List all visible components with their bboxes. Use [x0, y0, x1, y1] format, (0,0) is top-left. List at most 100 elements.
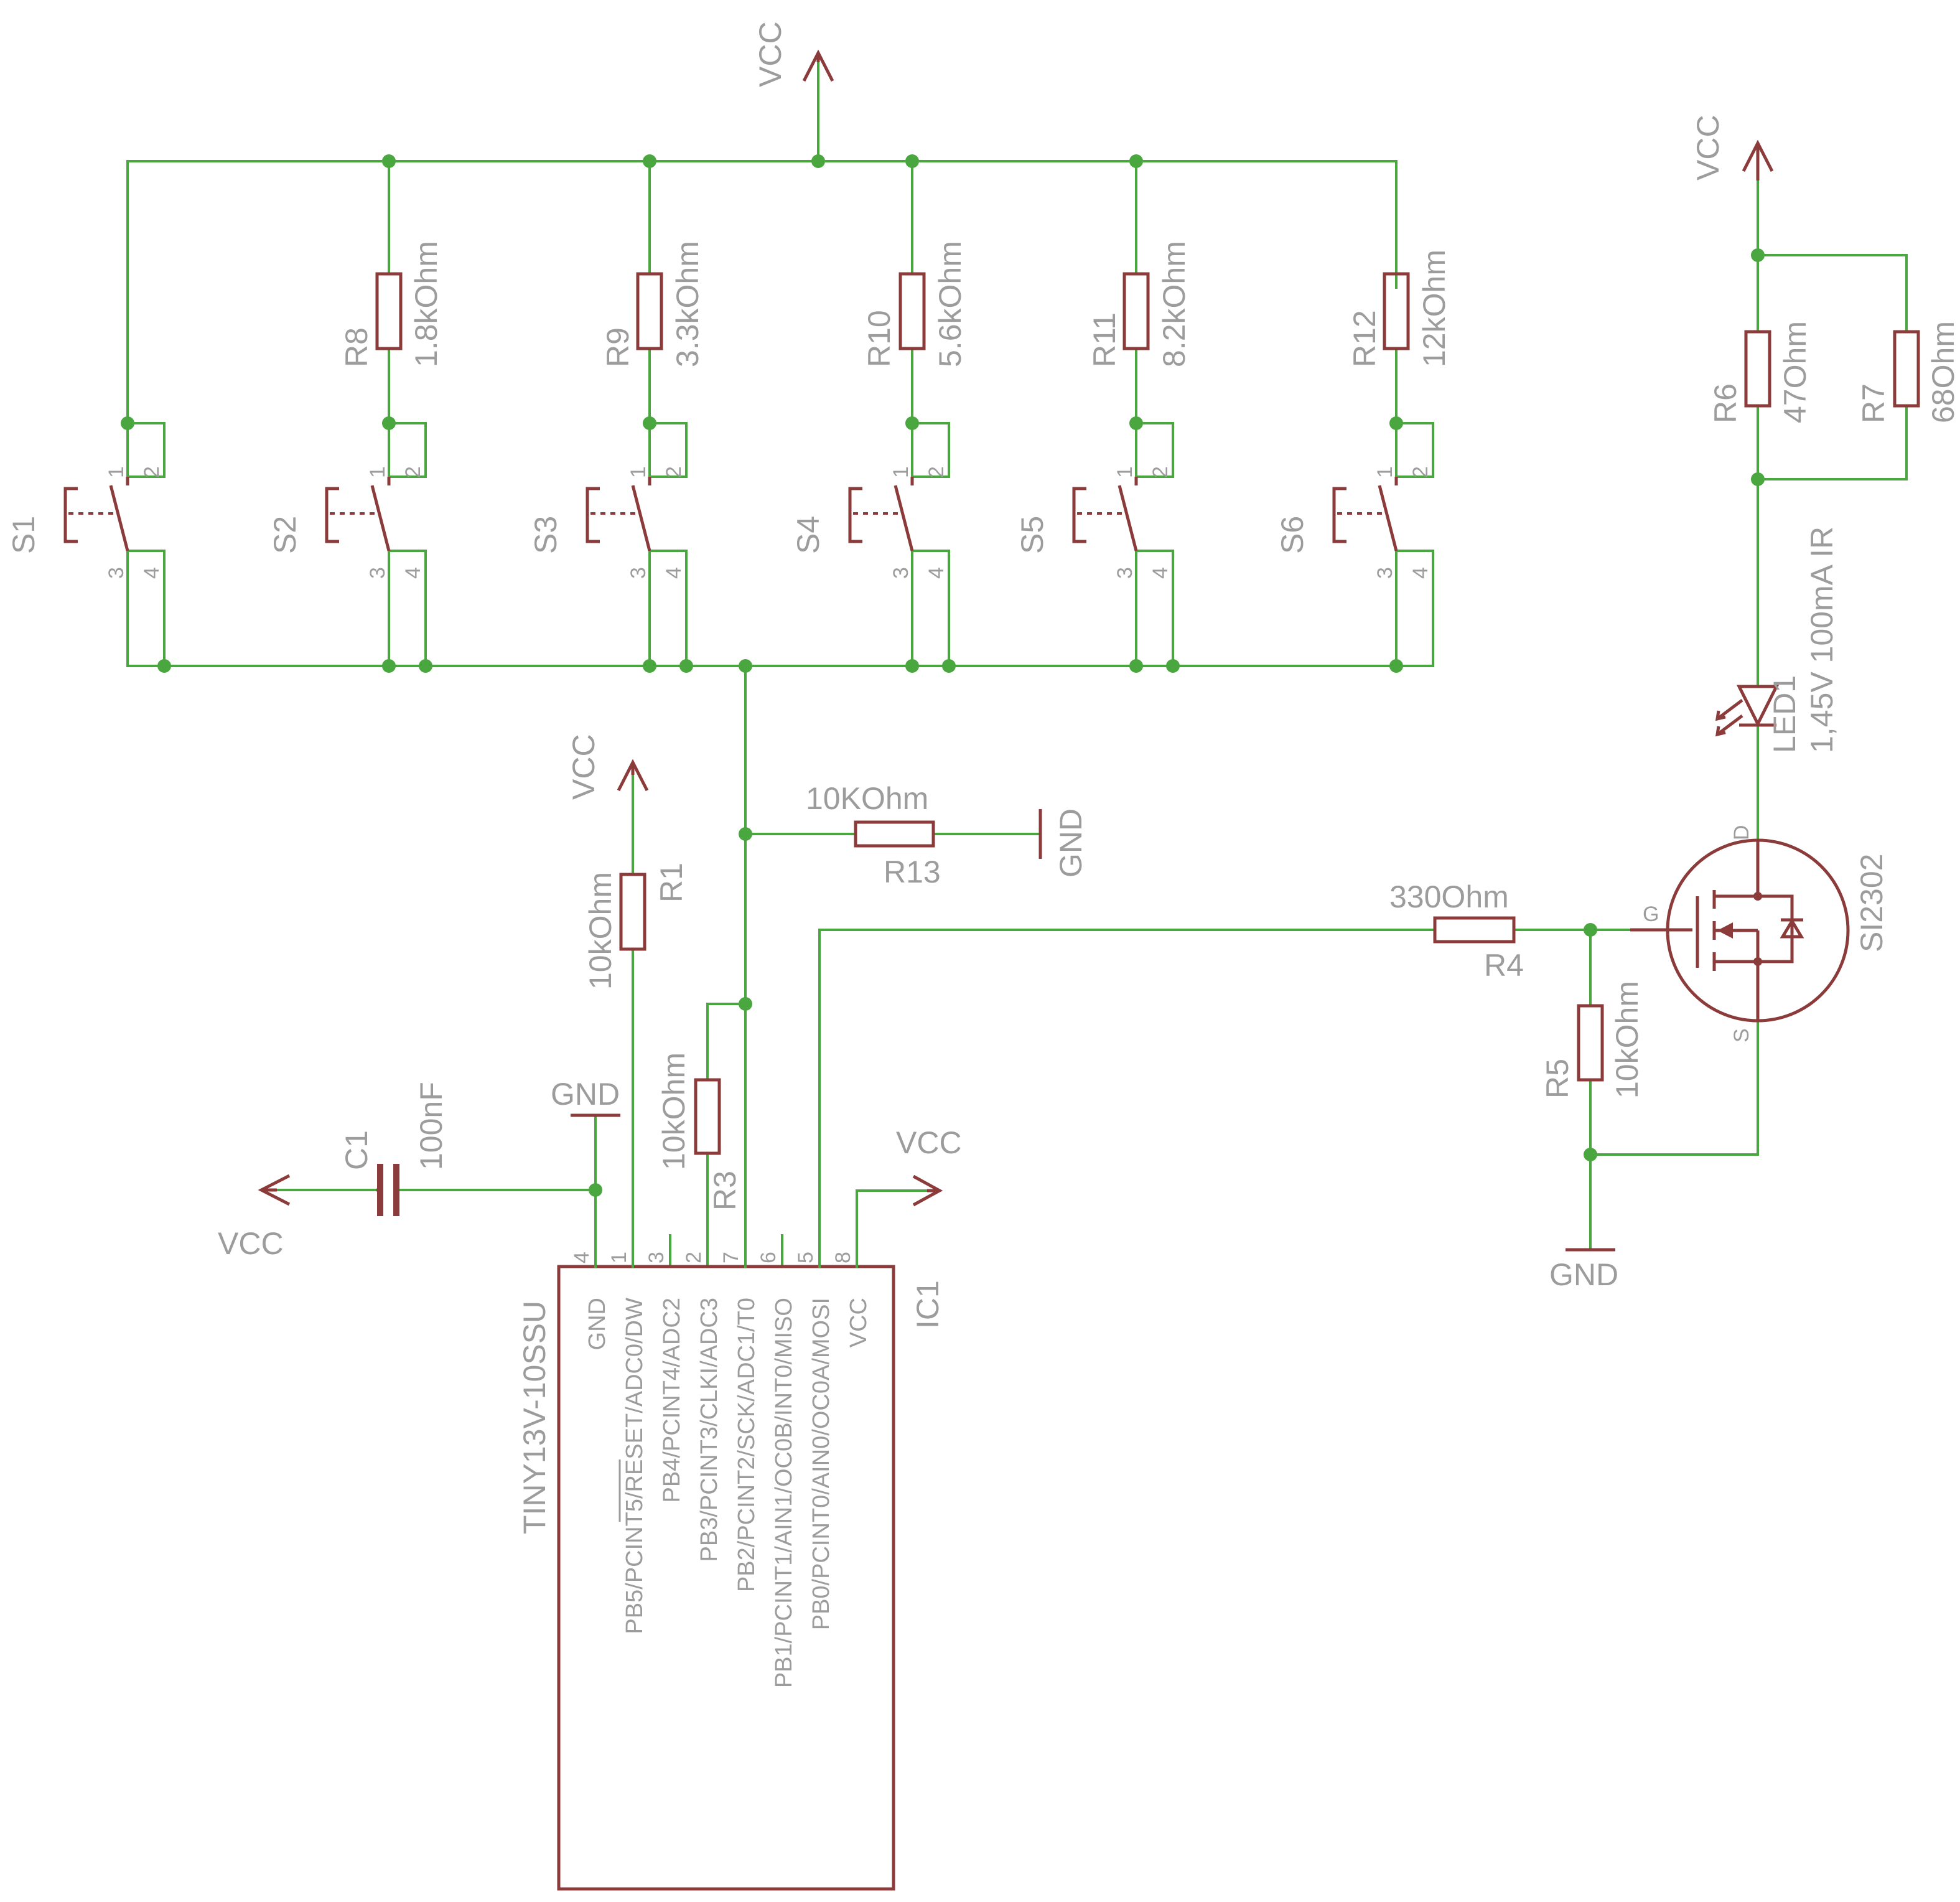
vcc-label: VCC — [753, 21, 788, 87]
s6-pin4: 4 — [1409, 567, 1432, 579]
r13-value: 10KOhm — [806, 781, 928, 816]
switch-s4: 1 2 3 4 S4 — [791, 466, 948, 579]
q1-part: SI2302 — [1854, 854, 1889, 952]
ic1-pin-num: 7 — [719, 1252, 743, 1263]
led1-value: 1,45V 100mA IR — [1804, 527, 1839, 753]
source-gnd-wire — [1589, 1019, 1759, 1156]
r9-value: 3.3kOhm — [670, 241, 705, 367]
s4-pin2: 2 — [925, 466, 948, 478]
ic1-pin-num: 3 — [645, 1252, 668, 1263]
s6-pin2: 2 — [1409, 466, 1432, 478]
s3-pin3: 3 — [627, 567, 650, 579]
ic1-pin-name: PB0/PCINT0/AIN0/OC0A/MOSI — [808, 1298, 834, 1630]
r1-ref: R1 — [654, 863, 689, 902]
emission-arrow — [1716, 699, 1743, 720]
resistor-r8: R8 1.8kOhm — [339, 241, 444, 367]
s1-pin1: 1 — [105, 466, 128, 478]
resistor-r11: R11 8.2kOhm — [1087, 241, 1192, 367]
s5-pin1: 1 — [1113, 466, 1137, 478]
r11-ref: R11 — [1087, 312, 1122, 367]
gnd-symbol-r5: GND — [1549, 1248, 1618, 1292]
switch-s1: 1 2 3 4 S1 — [6, 466, 164, 579]
vcc-label: VCC — [566, 734, 601, 800]
r12-value: 12kOhm — [1417, 250, 1452, 367]
resistor-r1: 10kOhm R1 — [583, 863, 689, 990]
vcc-label: VCC — [896, 1125, 962, 1160]
s5-pin2: 2 — [1149, 466, 1172, 478]
capacitor-c1: C1 100nF — [339, 1082, 449, 1216]
s2-pin4: 4 — [401, 567, 425, 579]
gnd-label: GND — [1053, 808, 1088, 878]
ic1-pin-name: PB1/PCINT1/AIN1/OC0B/INT0/MISO — [771, 1298, 797, 1688]
s4-pin1: 1 — [889, 466, 913, 478]
s2-pin1: 1 — [366, 466, 390, 478]
resistor-r5: R5 10kOhm — [1540, 981, 1645, 1099]
switch-s6: 1 2 3 4 S6 — [1275, 466, 1432, 579]
s6-pin3: 3 — [1373, 567, 1397, 579]
r8-ref: R8 — [339, 327, 374, 367]
gnd-label: GND — [1549, 1257, 1618, 1292]
resistor-r12: R12 12kOhm — [1347, 250, 1452, 367]
s3-ref: S3 — [528, 516, 563, 554]
junctions — [121, 154, 1765, 1197]
r3-ref: R3 — [707, 1171, 742, 1211]
gnd-symbol-ic: GND — [551, 1077, 620, 1117]
s2-pin2: 2 — [401, 466, 425, 478]
s5-pin4: 4 — [1149, 567, 1172, 579]
gnd-label: GND — [551, 1077, 620, 1112]
r3-value: 10kOhm — [656, 1052, 691, 1170]
r1-value: 10kOhm — [583, 872, 618, 990]
r6-value: 47Ohm — [1778, 321, 1813, 423]
vcc-symbol-pin8: VCC — [896, 1125, 962, 1207]
r10-value: 5.6kOhm — [933, 241, 968, 367]
r3-top-wire — [706, 1003, 747, 1081]
ic1-pin-name: PB3/PCINT3/CLKI/ADC3 — [696, 1298, 722, 1562]
s4-pin3: 3 — [889, 567, 913, 579]
s6-pin1: 1 — [1373, 466, 1397, 478]
s3-pin1: 1 — [627, 466, 650, 478]
ic1-pin-name: GND — [584, 1298, 610, 1350]
r7-bot-wire — [1757, 405, 1908, 480]
s5-pin3: 3 — [1113, 567, 1137, 579]
s1-pin3: 3 — [105, 567, 128, 579]
r5-ref: R5 — [1540, 1059, 1575, 1099]
vcc-symbol-top: VCC — [753, 21, 834, 87]
resistor-r3: 10kOhm R3 — [656, 1052, 742, 1211]
s4-ref: S4 — [791, 516, 826, 554]
ic1-pin-num: 1 — [607, 1252, 631, 1263]
ic1-tiny13: IC1 TINY13V-10SSU 4 1 3 2 7 6 5 8 GND PB… — [517, 1234, 945, 1891]
r6-ref: R6 — [1708, 383, 1743, 423]
emission-arrow — [1716, 714, 1743, 736]
ic1-pin-name: PB5/PCINT5/RESET/ADC0/DW — [622, 1298, 648, 1634]
vcc-symbol-r1: VCC — [566, 734, 649, 800]
vcc-symbol-c1: VCC — [218, 1174, 291, 1261]
s2-ref: S2 — [268, 516, 302, 554]
s5-ref: S5 — [1015, 516, 1050, 554]
s1-ref: S1 — [6, 516, 41, 554]
resistor-r13: 10KOhm R13 — [806, 781, 941, 889]
c1-ref: C1 — [339, 1130, 374, 1170]
vcc-label: VCC — [1691, 115, 1725, 180]
r4-value: 330Ohm — [1389, 879, 1509, 914]
q1-source-label: S — [1730, 1028, 1753, 1042]
resistor-r9: R9 3.3kOhm — [600, 241, 705, 367]
q1-drain-label: D — [1730, 825, 1753, 840]
gnd-symbol-r13: GND — [1038, 808, 1088, 878]
s3-pin4: 4 — [662, 567, 686, 579]
mosfet-si2302: G D S SI2302 — [1630, 825, 1889, 1042]
vcc-label: VCC — [218, 1226, 284, 1261]
switch-s2: 1 2 3 4 S2 — [268, 466, 425, 579]
vcc-symbol-led: VCC — [1691, 115, 1774, 180]
r7-ref: R7 — [1856, 383, 1891, 423]
q1-gate-label: G — [1643, 902, 1659, 926]
s1-pin2: 2 — [140, 466, 164, 478]
r4-ref: R4 — [1484, 948, 1524, 983]
r12-ref: R12 — [1347, 310, 1382, 367]
ic1-part: TINY13V-10SSU — [517, 1301, 552, 1534]
resistor-r7: R7 68Ohm — [1856, 321, 1960, 423]
r9-ref: R9 — [600, 327, 635, 367]
led1-ref: LED1 — [1767, 675, 1802, 753]
ic1-pin-num: 8 — [831, 1252, 855, 1263]
r8-value: 1.8kOhm — [409, 241, 444, 367]
